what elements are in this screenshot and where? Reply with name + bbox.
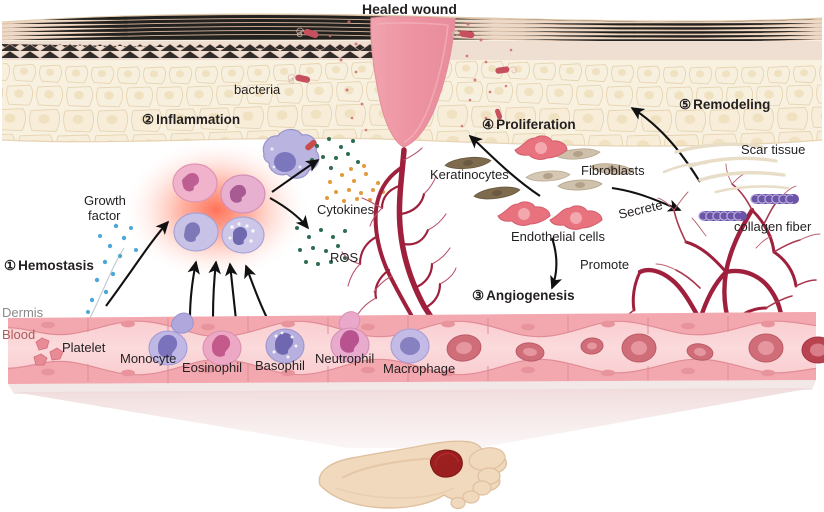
stage-label-text: Inflammation (156, 112, 241, 127)
scar-tissue-fibers (662, 142, 790, 194)
basophil-cell (265, 328, 305, 364)
label-collagen-fiber: collagen fiber (734, 219, 812, 234)
arrow-to-cytokines (271, 159, 320, 193)
arrow-remodeling (630, 107, 701, 183)
foot-illustration (318, 440, 508, 510)
stage-number-icon: ④ (482, 117, 495, 132)
inflammation-glow (121, 138, 311, 282)
label-fibroblasts: Fibroblasts (581, 163, 645, 178)
ros-dots-upper (310, 137, 360, 170)
arrow-proliferation (468, 134, 541, 197)
platelet-cells (33, 337, 64, 366)
label-blood: Blood (2, 327, 36, 342)
label-basophil: Basophil (255, 358, 305, 373)
stage-label-text: Proliferation (496, 117, 576, 132)
arrow-promote (550, 237, 563, 290)
stage-number-icon: ② (142, 112, 155, 127)
stage-label-text: Angiogenesis (486, 288, 575, 303)
arrow-hemostasis-to-inflammation (105, 220, 170, 307)
arrow-blood-to-cluster-2 (208, 260, 221, 319)
label-eosinophil: Eosinophil (182, 360, 242, 375)
cytokine-dots (325, 164, 385, 203)
endothelial-cells (497, 135, 603, 230)
arrow-secrete (611, 186, 682, 212)
zoom-funnel (14, 388, 812, 448)
label-ros: ROS (330, 250, 359, 265)
arrow-to-ros (269, 197, 310, 230)
eosinophil-cell (202, 330, 242, 366)
growth-factor-dots (86, 223, 138, 314)
page-title: Healed wound (362, 1, 457, 17)
blood-vessel-band (8, 311, 824, 394)
keratinocyte-cells (444, 156, 521, 200)
label-growth-factor-line1: Growth (84, 193, 126, 208)
label-growth-factor-line2: factor (88, 208, 121, 223)
neutrophil-cell (330, 311, 370, 363)
label-keratinocytes: Keratinocytes (430, 167, 509, 182)
bacteria-group (287, 20, 517, 132)
macrophage-cell (262, 128, 320, 179)
label-dermis: Dermis (2, 305, 44, 320)
label-cytokines: Cytokines (317, 202, 375, 217)
stage-label-text: Remodeling (693, 97, 771, 112)
arrow-group (105, 107, 701, 321)
foot-wound (429, 449, 463, 478)
label-monocyte: Monocyte (120, 351, 177, 366)
arrow-blood-to-cluster-3 (225, 262, 238, 321)
label-macrophage: Macrophage (383, 361, 456, 376)
stage-label-text: Hemostasis (18, 258, 94, 273)
label-neutrophil: Neutrophil (315, 351, 375, 366)
stage-number-icon: ⑤ (679, 97, 692, 112)
red-blood-cells (446, 333, 824, 364)
stage-number-icon: ① (4, 258, 17, 273)
healed-wound-wedge (370, 16, 456, 148)
arrow-blood-to-cluster-4 (244, 264, 269, 321)
stage-number-icon: ③ (472, 288, 485, 303)
label-scar-tissue: Scar tissue (741, 142, 806, 157)
immune-cell-cluster (172, 163, 266, 254)
label-bacteria: bacteria (234, 82, 281, 97)
label-promote: Promote (580, 257, 630, 272)
fibroblast-cells (525, 148, 635, 191)
arrow-blood-to-cluster-1 (187, 260, 200, 319)
label-endothelial-cells: Endothelial cells (511, 229, 605, 244)
monocyte-cell (148, 312, 194, 366)
collagen-fibers (698, 194, 799, 221)
macrophage-cell-vessel (390, 328, 430, 364)
label-platelet: Platelet (62, 340, 106, 355)
